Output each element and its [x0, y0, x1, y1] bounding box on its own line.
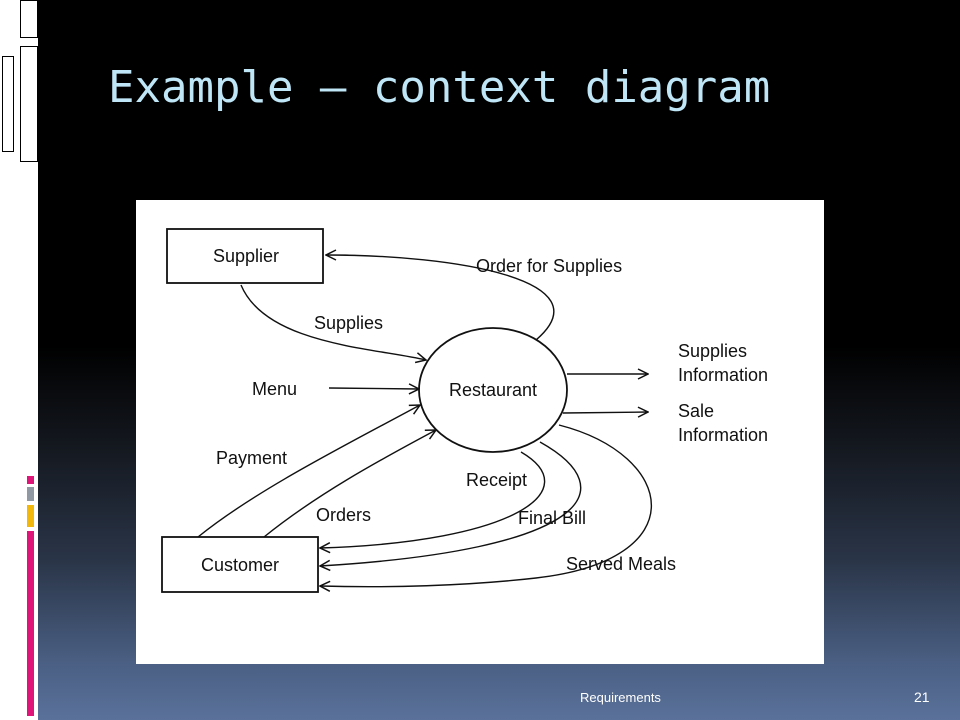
order-for-supplies-flow	[326, 255, 555, 341]
sale-information-label-1: Sale	[678, 401, 714, 421]
supplies-label: Supplies	[314, 313, 383, 333]
context-diagram-panel: Supplier Customer Restaurant Order for S…	[136, 200, 824, 664]
payment-label: Payment	[216, 448, 287, 468]
supplier-entity-label: Supplier	[213, 246, 279, 266]
left-decorative-strip	[0, 0, 38, 720]
final-bill-flow	[320, 441, 582, 566]
supplier-entity-box	[166, 228, 324, 284]
menu-label: Menu	[252, 379, 297, 399]
accent-bar-pink-long	[27, 531, 34, 716]
outline-box-3	[2, 56, 14, 152]
receipt-flow	[320, 451, 546, 548]
final-bill-label: Final Bill	[518, 508, 586, 528]
payment-flow	[197, 405, 420, 538]
served-meals-flow	[320, 424, 653, 587]
accent-bar-pink	[27, 476, 34, 484]
sale-information-label-2: Information	[678, 425, 768, 445]
customer-entity-box	[161, 536, 319, 593]
accent-bar-yellow	[27, 505, 34, 527]
outline-box-2	[20, 46, 38, 162]
slide-title: Example – context diagram	[108, 62, 771, 113]
served-meals-label: Served Meals	[566, 554, 676, 574]
accent-bar-gray	[27, 487, 34, 501]
sale-information-flow	[562, 412, 648, 413]
outline-box-1	[20, 0, 38, 38]
context-diagram: Supplier Customer Restaurant Order for S…	[161, 228, 768, 593]
restaurant-process-label: Restaurant	[449, 380, 537, 400]
customer-entity-label: Customer	[201, 555, 279, 575]
slide-number: 21	[914, 689, 930, 705]
supplies-information-label-2: Information	[678, 365, 768, 385]
orders-label: Orders	[316, 505, 371, 525]
supplies-flow	[240, 284, 426, 360]
supplies-information-label-1: Supplies	[678, 341, 747, 361]
order-for-supplies-label: Order for Supplies	[476, 256, 622, 276]
orders-flow	[263, 430, 436, 538]
menu-flow	[328, 388, 419, 389]
receipt-label: Receipt	[466, 470, 527, 490]
slide-footer: Requirements	[580, 690, 661, 705]
